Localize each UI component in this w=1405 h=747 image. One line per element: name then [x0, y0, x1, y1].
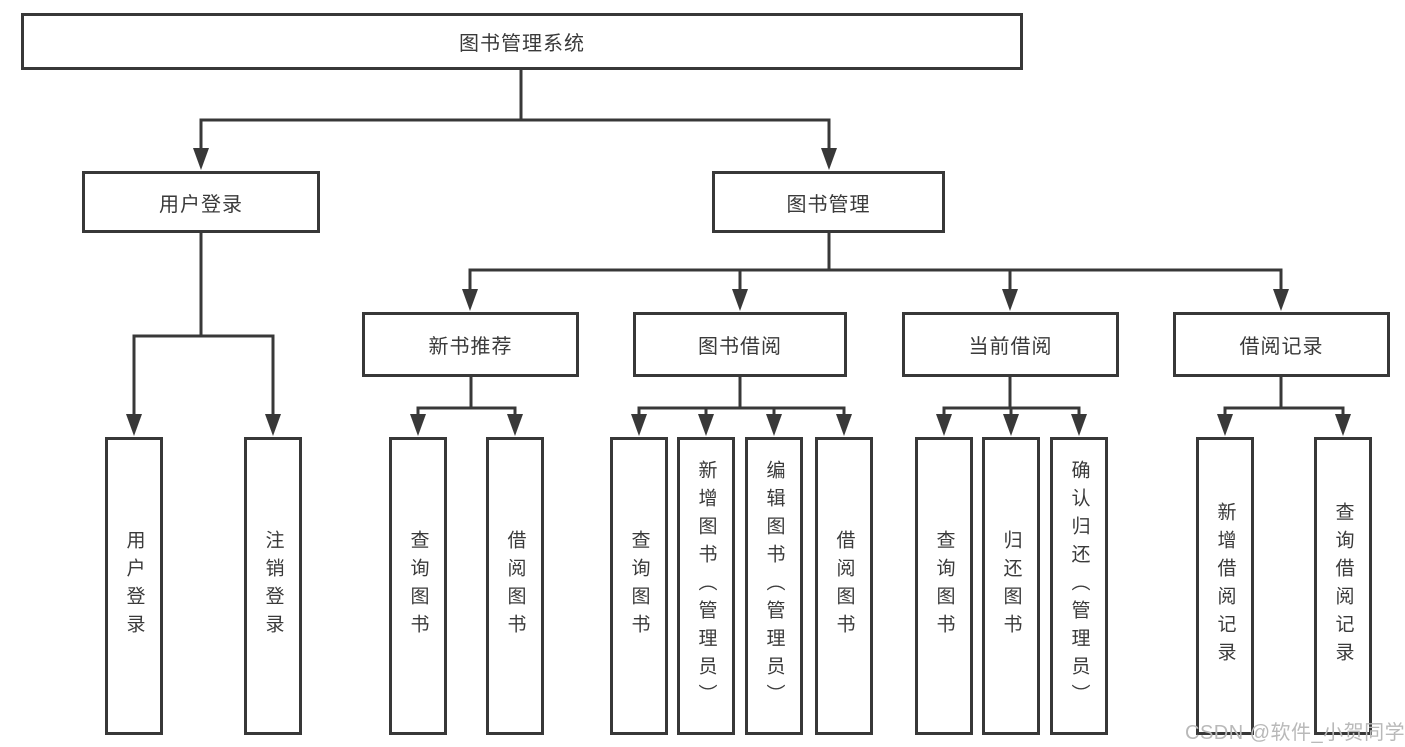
connector-currentborrow-to-leaves [936, 377, 1087, 436]
leaf-query-books-current: 查询图书 [915, 437, 973, 735]
arrowhead [821, 148, 837, 170]
arrowhead [698, 414, 714, 436]
leaf-label: 编辑图书（管理员） [763, 460, 785, 712]
connector-userlogin-to-leaves [126, 233, 281, 436]
connector-bookmgmt-to-level3 [462, 233, 1289, 311]
leaf-label: 查询图书 [628, 530, 650, 642]
arrowhead [1335, 414, 1351, 436]
node-label: 图书管理 [786, 193, 871, 216]
leaf-label: 归还图书 [1000, 530, 1022, 642]
arrowhead [1071, 414, 1087, 436]
leaf-user-login: 用户登录 [105, 437, 163, 735]
arrowhead [732, 289, 748, 311]
arrowhead [1273, 289, 1289, 311]
arrowhead [462, 289, 478, 311]
leaf-label: 新增图书（管理员） [695, 460, 717, 712]
leaf-logout: 注销登录 [244, 437, 302, 735]
node-label: 当前借阅 [968, 336, 1053, 358]
leaf-label: 注销登录 [262, 530, 284, 642]
node-user-login: 用户登录 [82, 171, 320, 233]
arrowhead [936, 414, 952, 436]
connector-root-to-level2 [193, 68, 837, 170]
leaf-query-books-borrowing: 查询图书 [610, 437, 668, 735]
arrowhead [836, 414, 852, 436]
leaf-label: 查询图书 [407, 530, 429, 642]
node-new-book-recommendation: 新书推荐 [362, 312, 579, 377]
leaf-edit-books-admin: 编辑图书（管理员） [745, 437, 803, 735]
leaf-query-books-recommend: 查询图书 [389, 437, 447, 735]
leaf-borrow-books-recommend: 借阅图书 [486, 437, 544, 735]
csdn-watermark: CSDN @软件_小贺同学 [1185, 722, 1405, 744]
leaf-confirm-return-admin: 确认归还（管理员） [1050, 437, 1108, 735]
node-label: 借阅记录 [1239, 336, 1324, 358]
arrowhead [507, 414, 523, 436]
node-label: 新书推荐 [428, 336, 513, 358]
leaf-add-books-admin: 新增图书（管理员） [677, 437, 735, 735]
node-label: 用户登录 [159, 193, 243, 216]
connector-newbook-to-leaves [410, 377, 523, 436]
node-label: 图书管理系统 [459, 33, 585, 55]
node-library-management-system: 图书管理系统 [21, 13, 1023, 70]
arrowhead [631, 414, 647, 436]
connector-bookborrow-to-leaves [631, 377, 852, 436]
arrowhead [193, 148, 209, 170]
arrowhead [265, 414, 281, 436]
leaf-query-borrow-record: 查询借阅记录 [1314, 437, 1372, 735]
leaf-label: 用户登录 [123, 530, 145, 642]
leaf-label: 查询图书 [933, 530, 955, 642]
leaf-return-books: 归还图书 [982, 437, 1040, 735]
leaf-borrow-books-borrowing: 借阅图书 [815, 437, 873, 735]
node-book-borrowing: 图书借阅 [633, 312, 847, 377]
node-label: 图书借阅 [698, 336, 782, 358]
connector-borrowrecord-to-leaves [1217, 377, 1351, 436]
arrowhead [1003, 414, 1019, 436]
arrowhead [1217, 414, 1233, 436]
leaf-label: 查询借阅记录 [1332, 502, 1354, 670]
leaf-label: 借阅图书 [504, 530, 526, 642]
arrowhead [126, 414, 142, 436]
leaf-label: 新增借阅记录 [1214, 502, 1236, 670]
arrowhead [410, 414, 426, 436]
leaf-label: 借阅图书 [833, 530, 855, 642]
arrowhead [1002, 289, 1018, 311]
node-current-borrowing: 当前借阅 [902, 312, 1119, 377]
arrowhead [766, 414, 782, 436]
node-book-management: 图书管理 [712, 171, 945, 233]
leaf-add-borrow-record: 新增借阅记录 [1196, 437, 1254, 735]
node-borrowing-records: 借阅记录 [1173, 312, 1390, 377]
leaf-label: 确认归还（管理员） [1068, 460, 1090, 712]
